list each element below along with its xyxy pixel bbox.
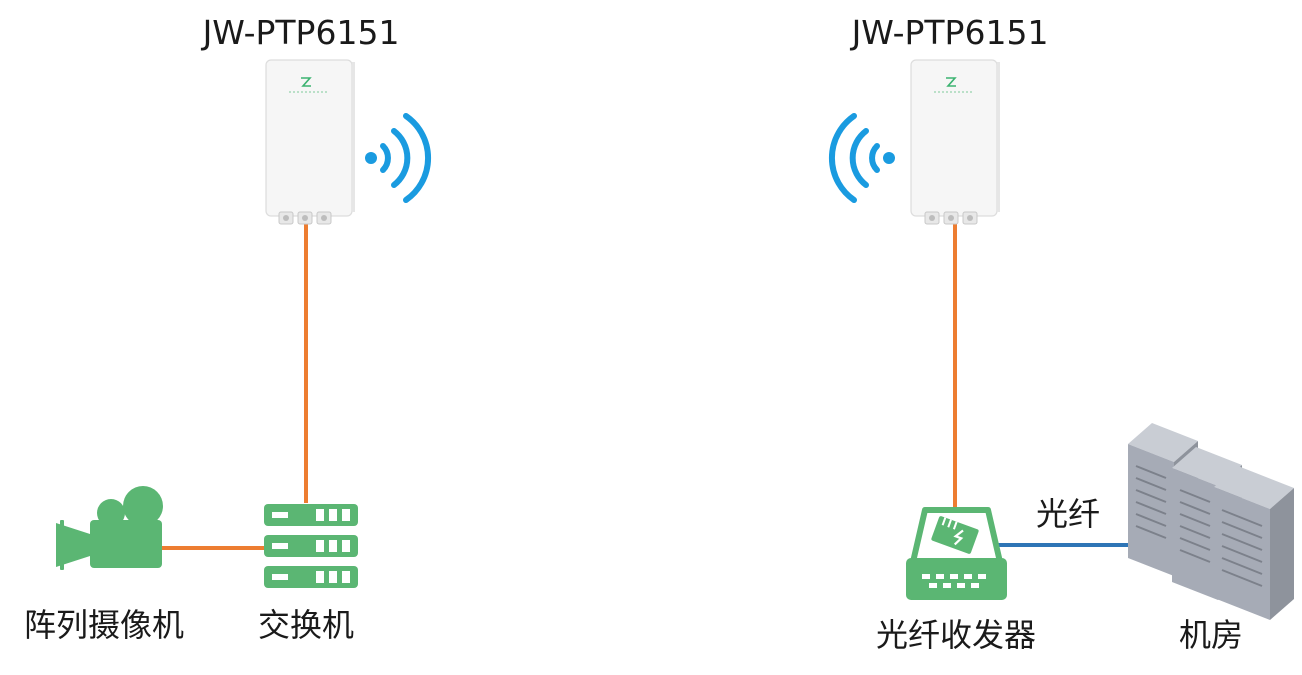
switch-icon <box>264 504 358 588</box>
bridge-left-model-label: JW-PTP6151 <box>201 13 400 52</box>
bridge-right-model-label: JW-PTP6151 <box>850 13 1049 52</box>
media-converter-label: 光纤收发器 <box>876 616 1036 654</box>
server-room-icon <box>1128 423 1294 620</box>
cables <box>162 222 1178 550</box>
wifi-signal-left-icon <box>829 113 895 203</box>
video-camera-icon <box>56 486 163 570</box>
bridge-left <box>265 59 355 225</box>
fiber-link-label: 光纤 <box>1036 495 1100 533</box>
server-room-label: 机房 <box>1179 616 1243 654</box>
bridge-right <box>910 59 1000 225</box>
switch-label: 交换机 <box>258 606 354 644</box>
media-converter-icon <box>906 507 1007 600</box>
camera-label: 阵列摄像机 <box>24 606 184 644</box>
wifi-signal-right-icon <box>365 113 431 203</box>
